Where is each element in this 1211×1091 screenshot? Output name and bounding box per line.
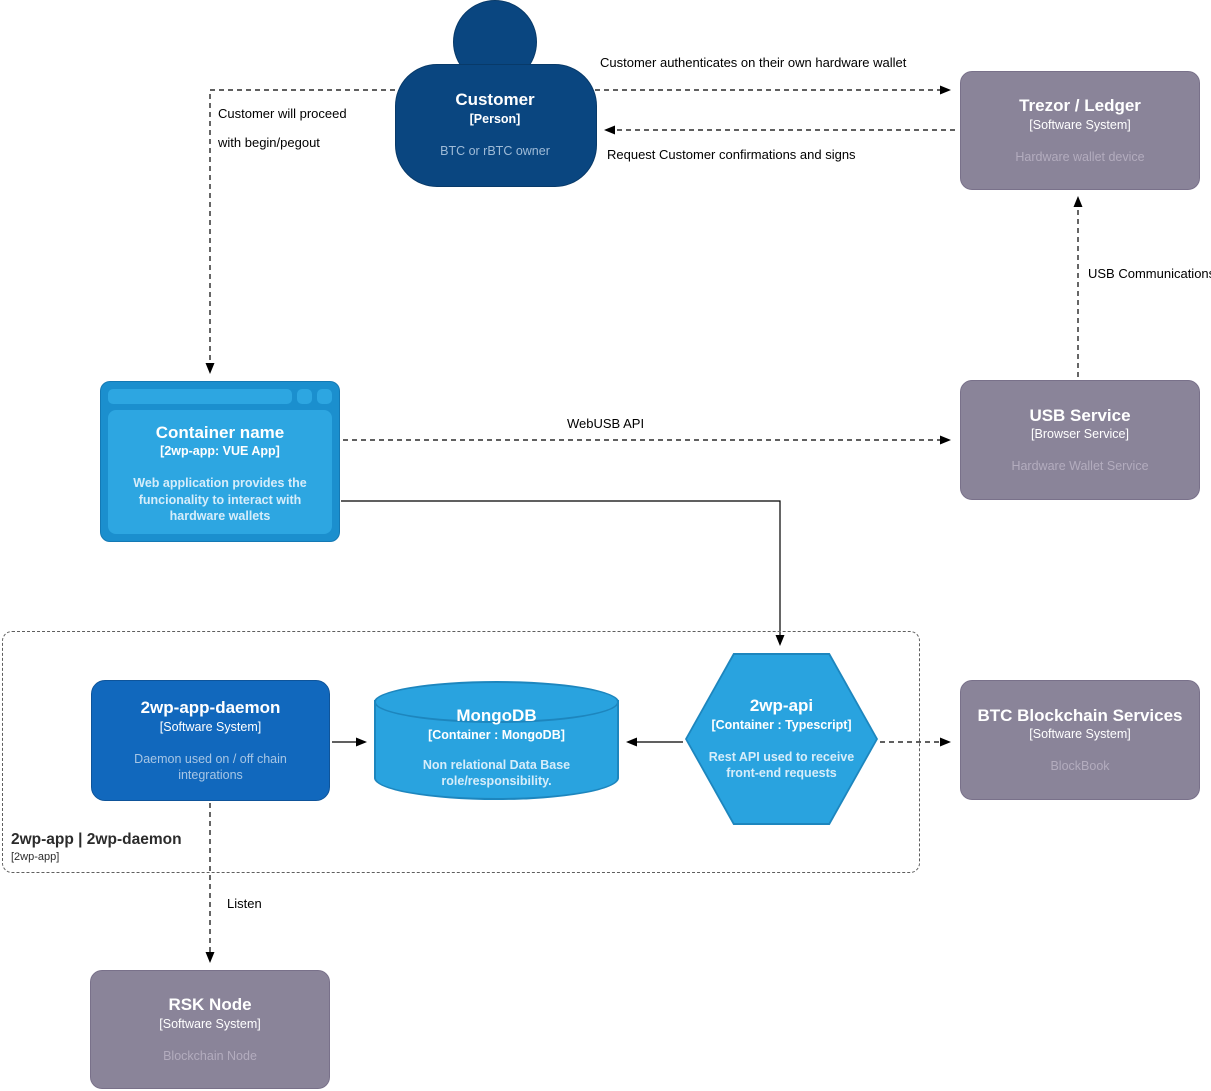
person-body — [395, 64, 597, 187]
node-customer-text: Customer [Person] BTC or rBTC owner — [395, 64, 595, 185]
edge-label-usb-communications: USB Communications — [1088, 266, 1211, 281]
node-usb-text: USB Service [Browser Service] Hardware W… — [961, 381, 1199, 499]
node-title: 2wp-app-daemon — [140, 697, 281, 717]
node-description: Hardware Wallet Service — [1011, 459, 1149, 474]
node-meta: [Person] — [469, 111, 521, 126]
browser-content-panel — [108, 410, 332, 534]
node-meta: [2wp-app: VUE App] — [160, 444, 280, 459]
node-meta: [Software System] — [1029, 117, 1131, 132]
node-usb-service[interactable]: USB Service [Browser Service] Hardware W… — [960, 380, 1200, 500]
node-description: BTC or rBTC owner — [440, 143, 550, 158]
edge-label-webusb-api: WebUSB API — [567, 416, 644, 431]
edge-label-request-confirmations: Request Customer confirmations and signs — [607, 147, 856, 162]
node-title: Trezor / Ledger — [1019, 96, 1141, 116]
edge-label-listen: Listen — [227, 896, 262, 911]
node-description: Non relational Data Base role/responsibi… — [422, 757, 571, 788]
node-title: Customer — [455, 90, 535, 110]
node-description: Blockchain Node — [163, 1048, 257, 1063]
node-description: Daemon used on / off chain integrations — [134, 751, 287, 782]
boundary-meta: [2wp-app] — [11, 850, 60, 863]
edge-label-proceed-line2: with begin/pegout — [217, 135, 320, 150]
node-meta: [Software System] — [159, 1016, 261, 1031]
node-container-webapp[interactable]: Container name [2wp-app: VUE App] Web ap… — [100, 381, 340, 542]
node-trezor-ledger[interactable]: Trezor / Ledger [Software System] Hardwa… — [960, 71, 1200, 190]
node-meta: [Container : Typescript] — [711, 718, 852, 733]
node-container-text: Container name [2wp-app: VUE App] Web ap… — [100, 405, 340, 542]
node-api-text: 2wp-api [Container : Typescript] Rest AP… — [685, 653, 878, 825]
node-rsk-text: RSK Node [Software System] Blockchain No… — [91, 971, 329, 1088]
browser-button-icon — [297, 389, 312, 404]
edge-customer-to-container[interactable] — [205, 89, 395, 374]
node-meta: [Container : MongoDB] — [428, 727, 565, 742]
edge-label-authenticates: Customer authenticates on their own hard… — [600, 55, 907, 70]
browser-button-icon — [317, 389, 332, 404]
node-mongo-text: MongoDB [Container : MongoDB] Non relati… — [374, 695, 619, 800]
edge-label-proceed-line1: Customer will proceed — [218, 106, 347, 121]
node-title: USB Service — [1029, 405, 1131, 425]
node-description: Hardware wallet device — [1015, 149, 1145, 164]
edge-container-to-api[interactable] — [341, 500, 785, 646]
node-title: Container name — [155, 422, 285, 442]
node-description: Web application provides the funcionalit… — [133, 476, 307, 523]
node-rsk-node[interactable]: RSK Node [Software System] Blockchain No… — [90, 970, 330, 1089]
node-mongodb-database[interactable]: MongoDB [Container : MongoDB] Non relati… — [374, 681, 619, 800]
node-meta: [Browser Service] — [1031, 427, 1129, 442]
node-title: BTC Blockchain Services — [977, 705, 1183, 725]
node-title: 2wp-api — [749, 696, 814, 716]
node-btc-text: BTC Blockchain Services [Software System… — [961, 681, 1199, 799]
node-title: RSK Node — [168, 995, 252, 1015]
boundary-label: 2wp-app | 2wp-daemon [2wp-app] — [11, 831, 182, 864]
browser-addressbar — [108, 389, 286, 404]
node-btc-blockchain-services[interactable]: BTC Blockchain Services [Software System… — [960, 680, 1200, 800]
boundary-2wp-app[interactable]: 2wp-app | 2wp-daemon [2wp-app] — [2, 631, 920, 873]
boundary-title: 2wp-app | 2wp-daemon — [11, 831, 182, 849]
node-customer-person[interactable]: Customer [Person] BTC or rBTC owner — [395, 0, 597, 187]
node-2wp-app-daemon[interactable]: 2wp-app-daemon [Software System] Daemon … — [91, 680, 330, 801]
browser-button-icon — [277, 389, 292, 404]
database-cylinder-top — [374, 681, 619, 723]
node-daemon-text: 2wp-app-daemon [Software System] Daemon … — [92, 681, 329, 800]
node-title: MongoDB — [456, 705, 537, 725]
node-trezor-text: Trezor / Ledger [Software System] Hardwa… — [961, 72, 1199, 189]
hexagon-fill — [687, 655, 876, 823]
node-meta: [Software System] — [1029, 727, 1131, 742]
node-2wp-api[interactable]: 2wp-api [Container : Typescript] Rest AP… — [685, 653, 878, 825]
node-meta: [Software System] — [159, 719, 262, 734]
node-description: Rest API used to receive front-end reque… — [708, 750, 855, 781]
node-description: BlockBook — [1050, 759, 1110, 774]
